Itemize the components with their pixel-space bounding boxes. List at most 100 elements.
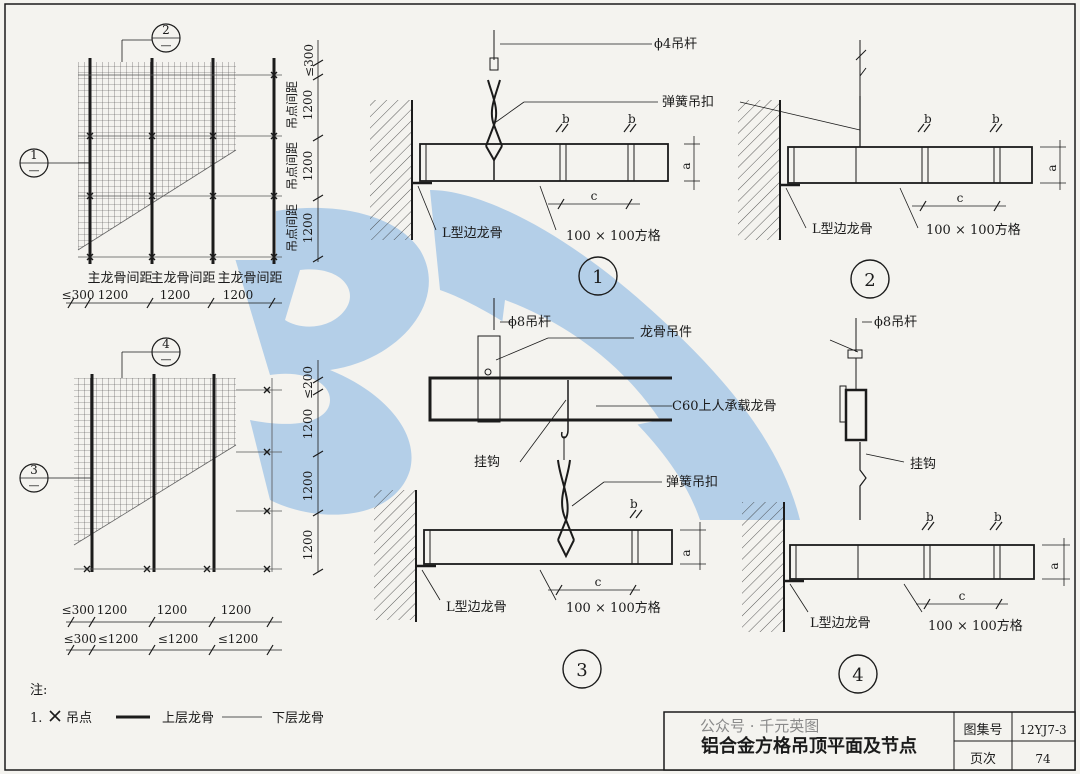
hanger-spacing-label-1: 吊点间距 [285, 81, 299, 129]
main-keel-spacing-1: 主龙骨间距 [87, 271, 152, 286]
main-keel-spacing-3: 主龙骨间距 [217, 271, 282, 286]
bottom-top-offset: ≤200 [301, 366, 315, 399]
detail-4-hook: 挂钩 [910, 457, 936, 472]
bottom-row2-c: ≤1200 [218, 632, 259, 646]
detail-2: b b a c L型边龙骨 100 × 100方格 2 [738, 40, 1066, 299]
bottom-row1-a: 1200 [97, 603, 128, 617]
detail-3-spring-clip: 弹簧吊扣 [666, 474, 718, 490]
hanger-spacing-label-2: 吊点间距 [285, 142, 299, 190]
notes-upper-keel: 上层龙骨 [162, 711, 214, 726]
watermark-text: 公众号 · 千元英图 [700, 717, 819, 735]
notes: 注: 1. 吊点 上层龙骨 下层龙骨 [30, 683, 324, 726]
bottom-row2-b: ≤1200 [158, 632, 199, 646]
plan-top: 2 — 1 — ≤300 吊点间距 1200 吊点间距 1200 吊点间距 12… [19, 23, 324, 309]
detail-1-number: 1 [592, 267, 603, 288]
detail-4-a: a [1047, 562, 1061, 569]
detail-3-hook: 挂钩 [474, 455, 500, 470]
section-marker-2-label: 2 [162, 23, 170, 37]
detail-3-c: c [595, 575, 602, 589]
section-marker-1-sub: — [29, 164, 40, 177]
title-block: 公众号 · 千元英图 铝合金方格吊顶平面及节点 图集号 12YJ7-3 页次 7… [663, 711, 1076, 771]
detail-3-number-circle [562, 649, 602, 689]
detail-4-edge-keel: L型边龙骨 [810, 616, 871, 631]
detail-2-number-circle [850, 259, 890, 299]
notes-heading: 注: [30, 683, 47, 698]
notes-item-no: 1. [30, 711, 42, 726]
detail-1-edge-keel: L型边龙骨 [442, 226, 503, 241]
detail-3-b1: b [630, 497, 638, 511]
bottom-row1-b: 1200 [157, 603, 188, 617]
detail-4: ϕ8吊杆 挂钩 b b a c L型边龙骨 100 × 100方格 4 [742, 315, 1070, 694]
bottom-v1: 1200 [301, 409, 315, 440]
atlas-number: 12YJ7-3 [1019, 723, 1066, 737]
detail-4-grid: 100 × 100方格 [928, 618, 1023, 634]
section-marker-3-label: 3 [30, 463, 38, 477]
detail-2-c: c [957, 191, 964, 205]
drawing-frame [4, 3, 1076, 771]
detail-3-grid: 100 × 100方格 [566, 600, 661, 616]
bottom-v3: 1200 [301, 530, 315, 561]
section-marker-2-sub: — [161, 39, 172, 52]
detail-3: ϕ8吊杆 龙骨吊件 C60上人承载龙骨 挂钩 弹簧吊扣 b a c L型边龙骨 … [374, 298, 777, 689]
detail-2-a: a [1045, 164, 1059, 171]
detail-3-number: 3 [576, 660, 587, 681]
grid-section-1 [419, 143, 669, 182]
detail-3-rod: ϕ8吊杆 [508, 315, 551, 330]
detail-3-a: a [679, 549, 693, 556]
drawing-title: 铝合金方格吊顶平面及节点 [701, 735, 917, 757]
section-marker-1-label: 1 [30, 148, 38, 162]
bottom-row1-offset: ≤300 [62, 603, 95, 617]
detail-3-c60: C60上人承载龙骨 [672, 399, 777, 414]
grid-section-4 [789, 544, 1035, 580]
plan-top-h2: 1200 [160, 288, 191, 302]
hanger-spacing-value-2: 1200 [301, 151, 315, 182]
section-marker-4-label: 4 [162, 337, 170, 351]
detail-2-b1: b [924, 112, 932, 126]
section-marker-4-sub: — [161, 353, 172, 366]
wall-4 [742, 502, 784, 632]
hanger-spacing-value-3: 1200 [301, 213, 315, 244]
detail-1-rod: ϕ4吊杆 [654, 37, 697, 52]
notes-lower-keel: 下层龙骨 [272, 711, 324, 726]
detail-4-number-circle [838, 654, 878, 694]
detail-1-b1: b [562, 112, 570, 126]
wall-3 [374, 490, 416, 620]
bottom-row2-offset: ≤300 [64, 632, 97, 646]
main-keel-spacing-2: 主龙骨间距 [150, 271, 215, 286]
detail-4-rod: ϕ8吊杆 [874, 315, 917, 330]
detail-4-b1: b [926, 510, 934, 524]
grid-section-2 [787, 146, 1033, 184]
section-marker-3-sub: — [29, 479, 40, 492]
detail-1-number-circle [578, 256, 618, 296]
detail-1-grid: 100 × 100方格 [566, 228, 661, 244]
hanger-spacing-value-1: 1200 [301, 90, 315, 121]
detail-3-edge-keel: L型边龙骨 [446, 600, 507, 615]
detail-1-b2: b [628, 112, 636, 126]
atlas-label: 图集号 [963, 722, 1002, 738]
bottom-row1-c: 1200 [221, 603, 252, 617]
wall-1 [370, 100, 412, 240]
detail-4-c: c [959, 589, 966, 603]
bottom-row2-a: ≤1200 [98, 632, 139, 646]
notes-hanger-point: 吊点 [66, 711, 92, 726]
detail-1: ϕ4吊杆 弹簧吊扣 b b a c L型边龙骨 100 × 100方格 1 [370, 30, 714, 296]
side-offset-top: ≤300 [62, 288, 95, 302]
hanger-spacing-label-3: 吊点间距 [285, 204, 299, 252]
hanger-point-x-icon [49, 710, 61, 722]
top-offset-label: ≤300 [302, 44, 316, 77]
detail-2-grid: 100 × 100方格 [926, 222, 1021, 238]
detail-4-b2: b [994, 510, 1002, 524]
grid-section-3 [423, 529, 673, 565]
watermark-logo [225, 190, 800, 520]
detail-2-b2: b [992, 112, 1000, 126]
page-label: 页次 [970, 751, 996, 767]
plan-bottom: 4 — 3 — ≤200 1200 1200 1200 ≤300 1200 12… [19, 337, 324, 656]
detail-1-c: c [591, 189, 598, 203]
wall-2 [738, 100, 780, 240]
detail-4-number: 4 [852, 665, 863, 686]
detail-2-number: 2 [864, 270, 875, 291]
plan-top-h1: 1200 [98, 288, 129, 302]
detail-1-a: a [679, 162, 693, 169]
detail-3-keel-hanger: 龙骨吊件 [640, 325, 692, 340]
